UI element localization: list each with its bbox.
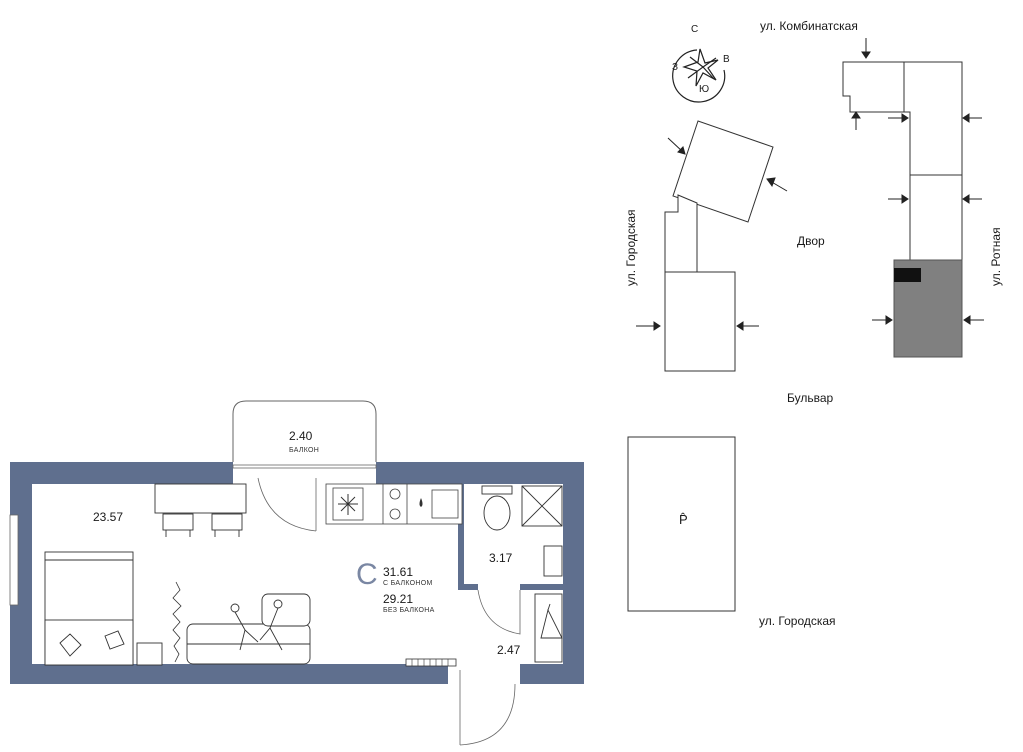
- balcony-caption: БАЛКОН: [289, 447, 320, 454]
- street-top-label: ул. Комбинатская: [760, 19, 858, 33]
- compass-south: Ю: [699, 84, 710, 95]
- street-right-label: ул. Ротная: [989, 227, 1003, 286]
- entrance-arrows: [636, 38, 984, 331]
- area-with-balcony: 31.61: [383, 565, 414, 579]
- parking-label: P̂: [679, 512, 688, 527]
- street-bottom-label: ул. Городская: [759, 614, 836, 628]
- area-without-balcony-caption: БЕЗ БАЛКОНА: [383, 607, 435, 614]
- compass-east: В: [723, 54, 730, 65]
- apartment-type: С: [356, 558, 378, 591]
- compass-icon: [672, 48, 726, 103]
- parking-lot: [627, 436, 736, 612]
- area-with-balcony-caption: С БАЛКОНОМ: [383, 580, 433, 587]
- yard-label: Двор: [797, 234, 825, 248]
- bathroom-area: 3.17: [489, 551, 513, 565]
- highlight-marker: [894, 268, 921, 282]
- balcony-area: 2.40: [289, 429, 313, 443]
- compass-north: С: [691, 24, 699, 35]
- building-left: [664, 120, 774, 372]
- compass-west: З: [672, 62, 679, 73]
- area-without-balcony: 29.21: [383, 592, 414, 606]
- hallway-area: 2.47: [497, 643, 521, 657]
- street-left-label: ул. Городская: [624, 209, 638, 286]
- boulevard-label: Бульвар: [787, 391, 834, 405]
- living-room-area: 23.57: [93, 510, 124, 524]
- building-right: [842, 61, 963, 358]
